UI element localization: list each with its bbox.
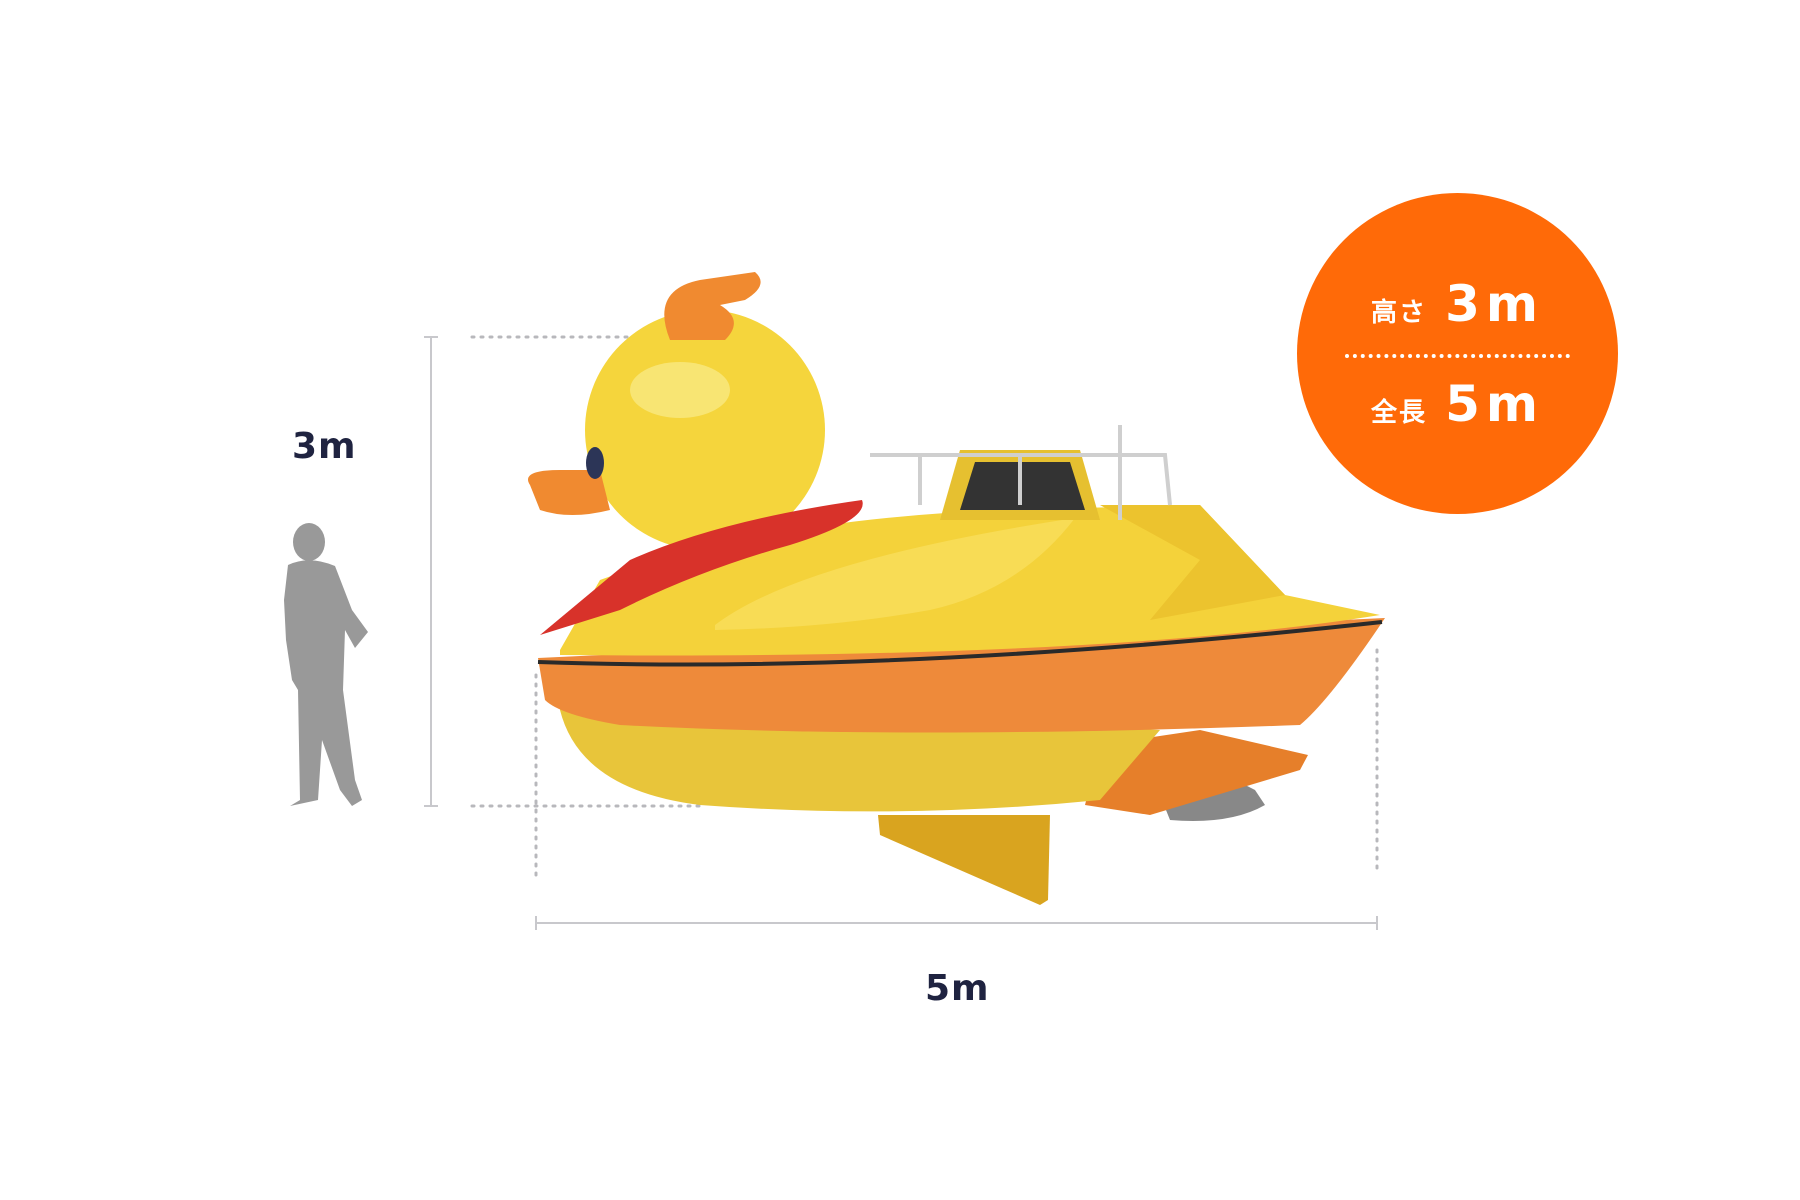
badge-height-value: 3m — [1445, 275, 1544, 333]
badge-divider — [1345, 354, 1570, 358]
length-label: 5m — [925, 968, 990, 1009]
badge-length-value: 5m — [1445, 375, 1544, 433]
dotted-guides — [470, 335, 1379, 882]
height-dimension-line — [424, 336, 438, 807]
badge-length-row: 全長 5m — [1297, 375, 1618, 433]
duck-boat-image — [528, 272, 1385, 905]
badge-height-key: 高さ — [1371, 298, 1428, 328]
spec-badge: 高さ 3m 全長 5m — [1297, 193, 1618, 514]
person-silhouette-icon — [284, 523, 368, 806]
height-label: 3m — [292, 426, 357, 467]
badge-length-key: 全長 — [1371, 398, 1428, 428]
badge-height-row: 高さ 3m — [1297, 275, 1618, 333]
length-dimension-line — [535, 916, 1378, 930]
